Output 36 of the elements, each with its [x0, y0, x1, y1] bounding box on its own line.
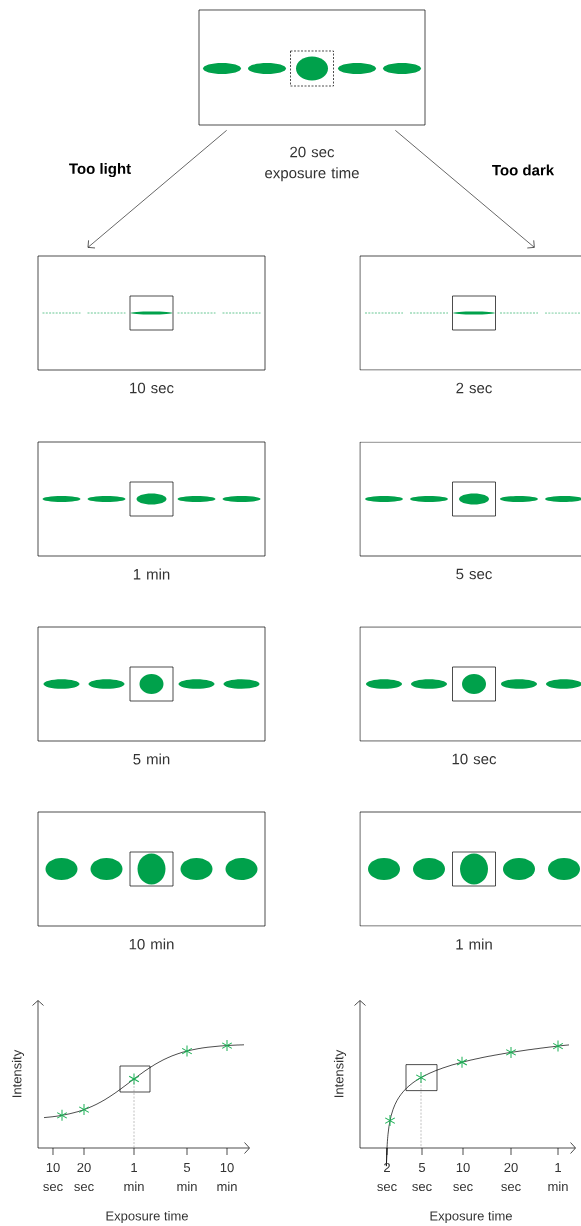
node-label: 10 sec: [130, 382, 174, 394]
tick-label: 20 sec: [501, 1162, 521, 1192]
axis-label: Exposure time: [106, 1210, 188, 1224]
arrow: [395, 130, 535, 249]
blot-panel: [198, 9, 426, 126]
axis-label: Exposure time: [430, 1210, 512, 1224]
blot-panel: [37, 255, 266, 371]
node-label: 1 min: [133, 568, 170, 580]
edge-label: Too light: [67, 162, 133, 178]
blot-panel: [359, 441, 581, 557]
node-label: 10 min: [129, 938, 174, 950]
axis-label: Intensity: [11, 1049, 25, 1097]
blot-panel: [359, 811, 581, 927]
tick-label: 20 sec: [74, 1162, 94, 1192]
tick-label: 10 sec: [453, 1162, 473, 1192]
node-label: 20 sec exposure time: [265, 146, 359, 182]
blot-panel: [37, 441, 266, 557]
blot-panel: [359, 626, 581, 742]
blot-panel: [37, 811, 266, 927]
tick-label: 1 min: [548, 1163, 568, 1191]
tick-label: 1 min: [124, 1163, 144, 1191]
axis-label: Intensity: [333, 1049, 347, 1097]
tick-label: 2 sec: [377, 1162, 397, 1192]
node-label: 10 sec: [452, 753, 497, 765]
node-label: 5 min: [133, 753, 170, 765]
node-label: 1 min: [456, 938, 492, 950]
node-label: 2 sec: [456, 382, 492, 394]
tick-label: 5 sec: [412, 1163, 432, 1192]
arrow: [87, 130, 227, 249]
blot-panel: [37, 626, 266, 742]
tick-label: 10 min: [217, 1162, 237, 1192]
node-label: 5 sec: [456, 568, 492, 580]
blot-panel: [359, 255, 581, 371]
edge-label: Too dark: [490, 163, 556, 177]
tick-label: 5 min: [177, 1163, 197, 1191]
tick-label: 10 sec: [43, 1162, 63, 1192]
